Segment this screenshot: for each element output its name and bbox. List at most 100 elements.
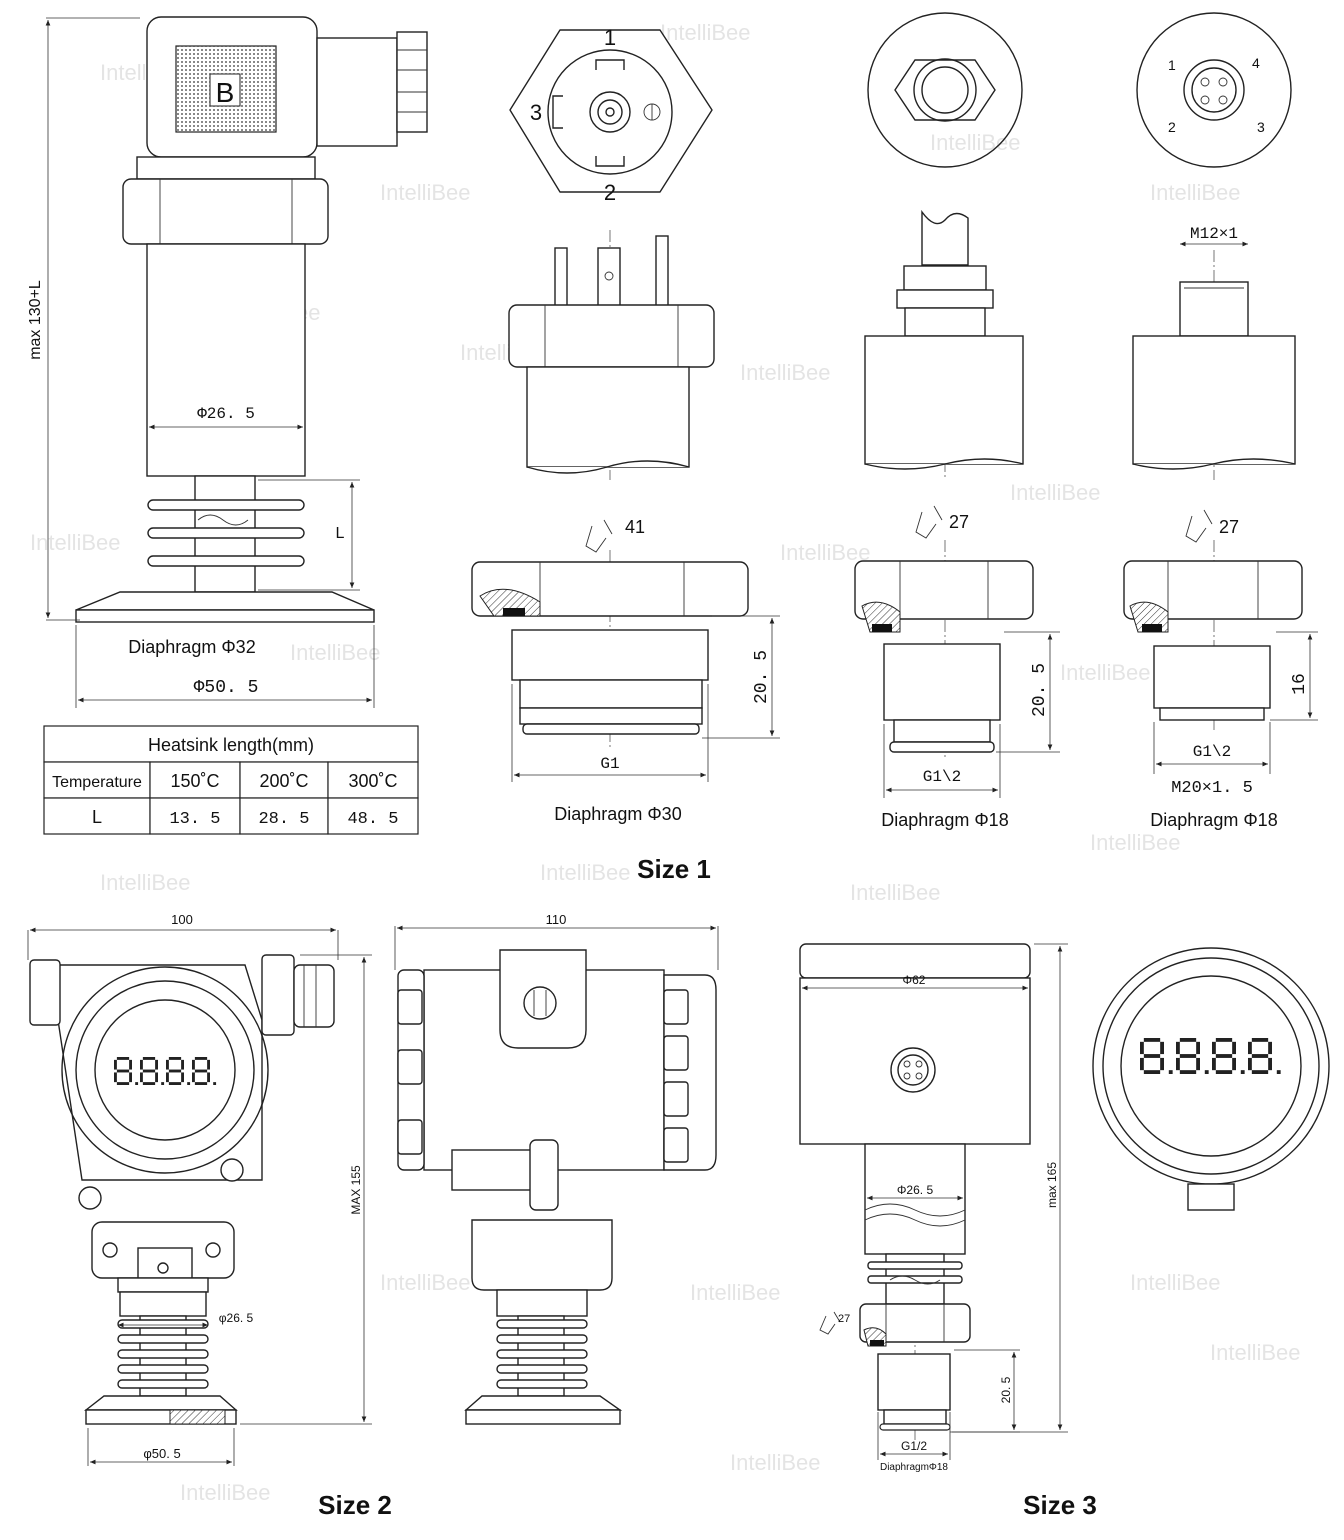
display-segment	[116, 1057, 130, 1060]
watermark-text: IntelliBee	[1210, 1340, 1301, 1365]
display-segment	[1143, 1070, 1161, 1074]
size1-cable-side-view	[864, 209, 1024, 480]
wrench-size-label: 27	[949, 512, 969, 532]
display-dot	[1240, 1070, 1245, 1074]
display-segment	[1212, 1057, 1216, 1071]
display-segment	[114, 1072, 117, 1083]
tube-diameter-label: Φ26. 5	[897, 1183, 934, 1197]
size3-height-dimension: max 165	[952, 943, 1068, 1433]
size1-plug-top-view: 1 2 3	[509, 25, 713, 205]
display-segment	[129, 1072, 132, 1083]
display-segment	[1268, 1057, 1272, 1071]
watermark-text: IntelliBee	[380, 1270, 471, 1295]
table-title: Heatsink length(mm)	[148, 735, 314, 755]
tube-diameter-label: φ26. 5	[219, 1311, 254, 1325]
thread-label: G1	[600, 755, 619, 773]
watermark-text: IntelliBee	[380, 180, 471, 205]
connector-letter: B	[216, 77, 235, 108]
size1-variant-c: 27 16 G1\2 M20×1. 5 Diaphragm Φ18	[1123, 509, 1318, 830]
width-label: 110	[546, 912, 567, 927]
display-dot	[1204, 1070, 1209, 1074]
size2-front-view: 100 φ26. 5 φ50. 5	[27, 912, 339, 1466]
display-segment	[1268, 1041, 1272, 1055]
diaphragm-label: Diaphragm Φ18	[1150, 810, 1277, 830]
display-segment	[181, 1072, 184, 1083]
display-segment	[168, 1082, 182, 1085]
heatsink-length-label: L	[336, 525, 345, 542]
watermark-text: IntelliBee	[100, 870, 191, 895]
display-segment	[1176, 1041, 1180, 1055]
pin-label: 2	[1168, 119, 1176, 135]
display-segment	[1160, 1041, 1164, 1055]
pin-label: 1	[604, 25, 616, 50]
table-row-cell: L	[92, 807, 102, 827]
display-dot	[1168, 1070, 1173, 1074]
display-segment	[1140, 1041, 1144, 1055]
diaphragm-label: Diaphragm Φ30	[554, 804, 681, 824]
display-segment	[1251, 1038, 1269, 1042]
display-segment	[1215, 1054, 1233, 1058]
display-segment	[1251, 1070, 1269, 1074]
table-header-cell: 200˚C	[259, 771, 308, 791]
wrench-size-label: 27	[1219, 517, 1239, 537]
display-segment	[1196, 1041, 1200, 1055]
display-segment	[192, 1059, 195, 1070]
watermark-text: IntelliBee	[1150, 180, 1241, 205]
watermark-text: IntelliBee	[730, 1450, 821, 1475]
watermark-text: IntelliBee	[30, 530, 121, 555]
watermark-text: IntelliBee	[180, 1480, 271, 1505]
display-segment	[1232, 1057, 1236, 1071]
diaphragm-label: Diaphragm Φ18	[881, 810, 1008, 830]
thread-label: M12×1	[1190, 225, 1238, 243]
pin-label: 4	[1252, 55, 1260, 71]
size3-display	[1140, 1038, 1281, 1074]
size1-plug-side-view	[508, 230, 715, 480]
display-segment	[1196, 1057, 1200, 1071]
display-segment	[1176, 1057, 1180, 1071]
diaphragm-label: DiaphragmΦ18	[880, 1462, 948, 1473]
size2-height-dimension: MAX 155	[240, 954, 372, 1425]
table-row-cell: 48. 5	[347, 810, 398, 829]
display-dot	[1276, 1070, 1281, 1074]
display-segment	[1212, 1041, 1216, 1055]
size1-cable-top-view	[867, 12, 1023, 168]
height-label: 20. 5	[999, 1376, 1013, 1403]
display-segment	[207, 1072, 210, 1083]
watermark-text: IntelliBee	[1010, 480, 1101, 505]
display-segment	[1232, 1041, 1236, 1055]
display-dot	[161, 1082, 165, 1085]
display-segment	[168, 1057, 182, 1060]
display-segment	[1251, 1054, 1269, 1058]
pin-label: 3	[1257, 119, 1265, 135]
pin-label: 2	[604, 180, 616, 205]
size2-display	[114, 1057, 217, 1085]
table-header-cell: 150˚C	[170, 771, 219, 791]
size1-m12-top-view: 1 2 3 4	[1136, 12, 1292, 168]
section-label: Size 1	[637, 854, 711, 884]
display-segment	[140, 1059, 143, 1070]
display-segment	[1215, 1038, 1233, 1042]
display-segment	[1248, 1041, 1252, 1055]
watermark-text: IntelliBee	[930, 130, 1021, 155]
display-segment	[1140, 1057, 1144, 1071]
size1-m12-side-view: M12×1	[1132, 225, 1296, 480]
table-row-cell: 28. 5	[258, 810, 309, 829]
display-segment	[1248, 1057, 1252, 1071]
display-dot	[213, 1082, 217, 1085]
display-segment	[1179, 1038, 1197, 1042]
display-segment	[194, 1069, 208, 1073]
display-segment	[166, 1072, 169, 1083]
display-segment	[142, 1069, 156, 1073]
display-segment	[155, 1059, 158, 1070]
display-segment	[194, 1082, 208, 1085]
watermarks: IntelliBee IntelliBee IntelliBee Intelli…	[30, 20, 1301, 1505]
wrench-size-label: 41	[625, 517, 645, 537]
display-segment	[1160, 1057, 1164, 1071]
size1-variant-b: 27 20. 5 G1\2 Diaphragm Φ18	[854, 505, 1060, 830]
display-segment	[140, 1072, 143, 1083]
watermark-text: IntelliBee	[1130, 1270, 1221, 1295]
display-segment	[1179, 1054, 1197, 1058]
display-dot	[135, 1082, 139, 1085]
height-label: 16	[1290, 673, 1310, 695]
